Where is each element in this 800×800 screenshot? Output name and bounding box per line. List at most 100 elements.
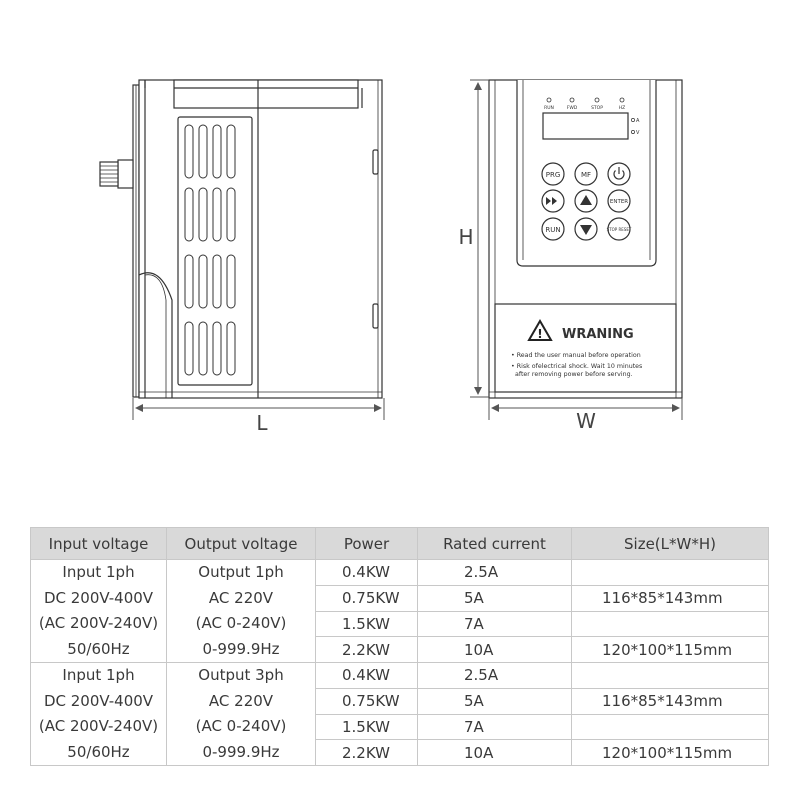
vent-slot bbox=[226, 321, 236, 376]
vent-slot bbox=[212, 124, 222, 179]
cell-line: DC 200V-400V bbox=[43, 588, 154, 607]
current-cell: 5A bbox=[417, 584, 572, 612]
size-cell: 120*100*115mm bbox=[571, 636, 769, 663]
header-size: Size(L*W*H) bbox=[571, 527, 769, 560]
cell-line: (AC 200V-240V) bbox=[38, 717, 159, 735]
cell-line: 50/60Hz bbox=[67, 742, 130, 761]
vent-slot bbox=[198, 321, 208, 376]
output-voltage-cell: Output 1ph AC 220V (AC 0-240V) 0-999.9Hz bbox=[166, 559, 316, 663]
power-cell: 1.5KW bbox=[315, 713, 418, 741]
height-label: H bbox=[458, 225, 473, 249]
current-cell: 7A bbox=[417, 610, 572, 638]
size-cell: 116*85*143mm bbox=[571, 687, 769, 715]
indicator-label-a: A bbox=[636, 118, 640, 124]
current-cell: 10A bbox=[417, 636, 572, 663]
stop-reset-key[interactable] bbox=[607, 217, 631, 241]
output-voltage-cell: Output 3ph AC 220V (AC 0-240V) 0-999.9Hz bbox=[166, 662, 316, 766]
indicator-label-v: V bbox=[636, 130, 640, 136]
svg-text:!: ! bbox=[537, 327, 542, 341]
power-cell: 0.75KW bbox=[315, 687, 418, 715]
current-cell: 2.5A bbox=[417, 559, 572, 586]
input-voltage-cell: Input 1ph DC 200V-400V (AC 200V-240V) 50… bbox=[30, 662, 167, 766]
cell-line: (AC 0-240V) bbox=[195, 614, 287, 632]
height-dimension bbox=[470, 79, 489, 398]
size-cell bbox=[571, 610, 769, 638]
side-view bbox=[99, 79, 383, 399]
keypad: PRG MF ENTER RUN STOP RESET bbox=[541, 162, 632, 241]
current-cell: 2.5A bbox=[417, 662, 572, 689]
table-row: 0.75KW 5A 116*85*143mm bbox=[31, 687, 769, 715]
power-cell: 0.4KW bbox=[315, 662, 418, 689]
vent-slots bbox=[184, 124, 236, 376]
cell-line: (AC 200V-240V) bbox=[38, 614, 159, 632]
vent-slot bbox=[226, 124, 236, 179]
power-cell: 1.5KW bbox=[315, 610, 418, 638]
vent-slot bbox=[212, 254, 222, 309]
size-cell bbox=[571, 713, 769, 741]
cell-line: Output 3ph bbox=[198, 666, 284, 684]
cell-line: DC 200V-400V bbox=[43, 691, 154, 710]
vent-slot bbox=[198, 124, 208, 179]
current-cell: 10A bbox=[417, 739, 572, 766]
vent-slot bbox=[226, 254, 236, 309]
power-cell: 0.4KW bbox=[315, 559, 418, 586]
cell-line: (AC 0-240V) bbox=[195, 717, 287, 735]
warning-title: WRANING bbox=[562, 327, 634, 342]
power-cell: 0.75KW bbox=[315, 584, 418, 612]
table-row: Input 1ph DC 200V-400V (AC 200V-240V) 50… bbox=[30, 662, 769, 766]
mf-key[interactable] bbox=[574, 162, 598, 186]
warning-line-3: after removing power before serving. bbox=[515, 371, 633, 378]
table-row: 1.5KW 7A bbox=[31, 610, 769, 638]
header-input-voltage: Input voltage bbox=[30, 527, 167, 560]
prg-key[interactable] bbox=[541, 162, 565, 186]
cell-line: Output 1ph bbox=[198, 563, 284, 581]
vent-slot bbox=[184, 254, 194, 309]
cell-line: 0-999.9Hz bbox=[202, 742, 280, 761]
cell-line: 50/60Hz bbox=[67, 639, 130, 658]
size-cell: 116*85*143mm bbox=[571, 584, 769, 612]
header-rated-current: Rated current bbox=[417, 527, 572, 560]
size-cell bbox=[571, 559, 769, 586]
header-power: Power bbox=[315, 527, 418, 560]
length-dimension bbox=[132, 398, 385, 420]
size-cell bbox=[571, 662, 769, 689]
vent-slot bbox=[184, 321, 194, 376]
cell-line: Input 1ph bbox=[62, 563, 135, 581]
power-cell: 2.2KW bbox=[315, 739, 418, 766]
warning-triangle-icon bbox=[527, 319, 553, 341]
run-key[interactable] bbox=[541, 217, 565, 241]
input-voltage-cell: Input 1ph DC 200V-400V (AC 200V-240V) 50… bbox=[30, 559, 167, 663]
table-row: 0.75KW 5A 116*85*143mm bbox=[31, 584, 769, 612]
vent-slot bbox=[212, 187, 222, 242]
width-label: W bbox=[576, 409, 596, 433]
mf-key-label: MF bbox=[581, 171, 591, 179]
table-row: 1.5KW 7A bbox=[31, 713, 769, 741]
enter-key[interactable] bbox=[607, 189, 631, 213]
warning-line-2: • Risk ofelectrical shock. Wait 10 minut… bbox=[511, 363, 642, 370]
vent-slot bbox=[212, 321, 222, 376]
technical-drawing: L RUN FWD STOP HZ A V PRG MF bbox=[99, 79, 683, 435]
status-leds: RUN FWD STOP HZ A V bbox=[544, 97, 640, 136]
table-header-row: Input voltage Output voltage Power Rated… bbox=[30, 527, 769, 560]
table-row: Input 1ph DC 200V-400V (AC 200V-240V) 50… bbox=[30, 559, 769, 663]
led-label-stop: STOP bbox=[591, 105, 603, 111]
cell-line: AC 220V bbox=[208, 588, 274, 607]
warning-label: ! WRANING • Read the user manual before … bbox=[511, 319, 642, 378]
vent-slot bbox=[198, 187, 208, 242]
up-arrow-icon bbox=[580, 195, 592, 205]
cell-line: 0-999.9Hz bbox=[202, 639, 280, 658]
fast-forward-icon bbox=[546, 197, 557, 205]
led-label-hz: HZ bbox=[619, 105, 625, 111]
down-arrow-icon bbox=[580, 225, 592, 235]
vent-slot bbox=[184, 124, 194, 179]
stop-reset-key-label: STOP RESET bbox=[607, 227, 632, 232]
spec-table: Input voltage Output voltage Power Rated… bbox=[30, 527, 769, 766]
current-cell: 7A bbox=[417, 713, 572, 741]
power-cell: 2.2KW bbox=[315, 636, 418, 663]
vent-slot bbox=[198, 254, 208, 309]
vent-slot bbox=[226, 187, 236, 242]
run-key-label: RUN bbox=[545, 226, 560, 234]
length-label: L bbox=[256, 411, 268, 435]
power-icon bbox=[613, 167, 625, 180]
led-label-run: RUN bbox=[544, 105, 554, 111]
